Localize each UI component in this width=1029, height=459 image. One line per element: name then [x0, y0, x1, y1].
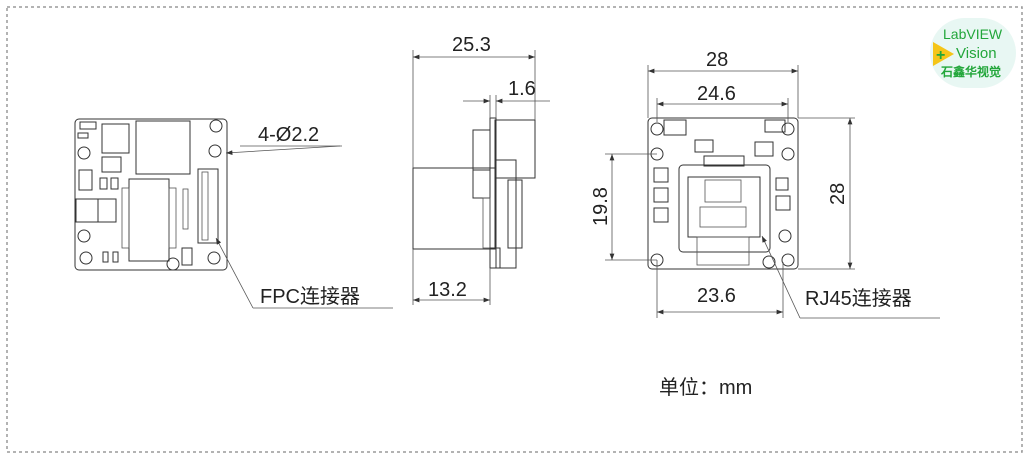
svg-text:+: +	[936, 47, 945, 64]
svg-text:LabVIEW: LabVIEW	[943, 26, 1003, 42]
logo-graphic: LabVIEW + Vision 石鑫华视觉	[933, 26, 1003, 79]
hole-spacing-x-label: 24.6	[697, 83, 736, 105]
body-width-label: 13.2	[428, 279, 467, 301]
side-view	[412, 117, 536, 269]
hole-spacing-y-label: 19.8	[590, 187, 612, 226]
front-view-board	[74, 118, 228, 271]
side-view-dimensions	[412, 50, 550, 305]
fpc-connector-label: FPC连接器	[260, 285, 360, 308]
pcb-thickness-label: 1.6	[508, 78, 536, 100]
page-border	[6, 6, 1023, 453]
unit-note: 单位：mm	[659, 376, 752, 399]
back-view-board	[647, 117, 799, 270]
rj45-connector-label: RJ45连接器	[805, 287, 912, 310]
width-label: 28	[706, 49, 728, 71]
svg-text:石鑫华视觉: 石鑫华视觉	[940, 64, 1001, 79]
svg-text:Vision: Vision	[956, 45, 997, 62]
hole-diameter-label: 4-Ø2.2	[258, 124, 319, 146]
height-label: 28	[827, 183, 849, 205]
bottom-spacing-label: 23.6	[697, 285, 736, 307]
labview-vision-logo: LabVIEW + Vision 石鑫华视觉	[930, 18, 1016, 88]
back-view-dimensions	[605, 65, 940, 319]
total-width-label: 25.3	[452, 34, 491, 56]
